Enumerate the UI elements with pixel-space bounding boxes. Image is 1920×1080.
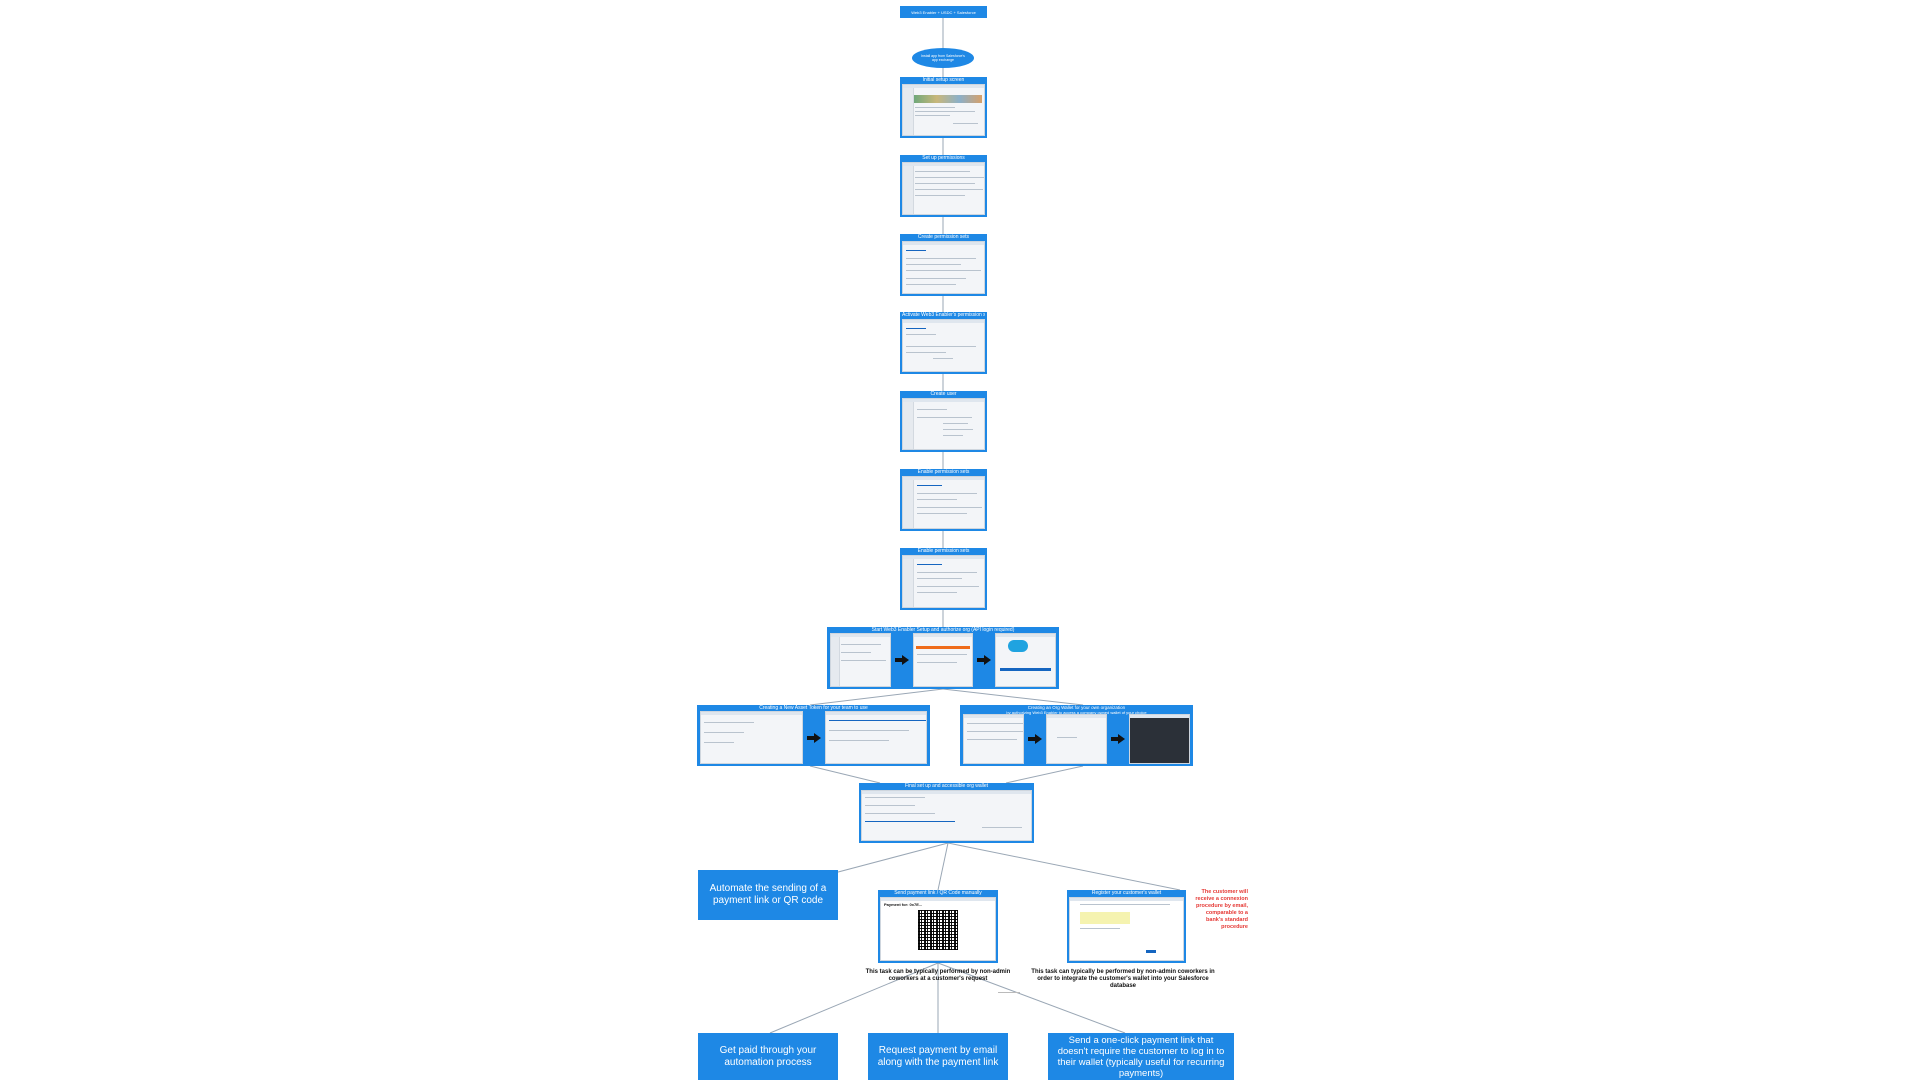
step-enable-permission-sets-2: Enable permission sets — [900, 548, 987, 610]
step-label: Enable permission sets — [917, 548, 970, 554]
screenshot-thumbnail — [902, 319, 985, 372]
arrow-right-icon — [977, 655, 992, 665]
step-label: Creating an Org Wallet for your own orga… — [1027, 705, 1126, 710]
divider-mark — [998, 992, 1020, 993]
diagram-title: Web3 Enabler + USDC + Salesforce — [900, 6, 987, 18]
step-label: Register your customer's wallet — [1091, 890, 1162, 896]
step-label: Creating a New Asset Token for your team… — [759, 705, 868, 711]
automate-payment-link-node: Automate the sending of a payment link o… — [698, 870, 838, 920]
step-org-setup: Start Web3 Enabler Setup and authorize o… — [827, 627, 1059, 689]
arrow-right-icon — [1111, 734, 1125, 744]
step-enable-permission-sets-1: Enable permission sets — [900, 469, 987, 531]
screenshot-thumbnail — [912, 633, 974, 687]
screenshot-thumbnail — [1129, 714, 1190, 764]
screenshot-thumbnail: Payment for: 0x7E... — [880, 897, 996, 961]
screenshot-thumbnail — [902, 398, 985, 450]
outcome-email-request: Request payment by email along with the … — [868, 1033, 1008, 1080]
start-node: Install app from Salesforce's app exchan… — [912, 48, 974, 68]
outcome-one-click-link: Send a one-click payment link that doesn… — [1048, 1033, 1234, 1080]
screenshot-thumbnail — [902, 476, 985, 529]
screenshot-thumbnail — [700, 711, 803, 764]
screenshot-thumbnail — [830, 633, 891, 687]
screenshot-thumbnail — [902, 241, 985, 294]
screenshot-thumbnail — [902, 555, 985, 608]
screenshot-thumbnail — [963, 714, 1024, 764]
step-label: Send payment link / QR Code manually — [894, 890, 982, 896]
screenshot-thumbnail — [1046, 714, 1107, 764]
send-link-caption: This task can be typically performed by … — [865, 969, 1011, 982]
arrow-right-icon — [1028, 734, 1042, 744]
step-label: Final set up and accessible org wallet — [904, 783, 989, 789]
step-create-asset-token: Creating a New Asset Token for your team… — [697, 705, 930, 766]
step-set-up-permissions: Set up permissions — [900, 155, 987, 217]
payment-text: Payment for: 0x7E... — [884, 902, 923, 907]
screenshot-thumbnail — [824, 711, 927, 764]
arrow-right-icon — [806, 732, 821, 743]
step-label: Start Web3 Enabler Setup and authorize o… — [871, 627, 1015, 633]
outcome-automation: Get paid through your automation process — [698, 1033, 838, 1080]
screenshot-thumbnail — [995, 633, 1057, 687]
screenshot-thumbnail — [902, 84, 985, 136]
step-create-user: Create user — [900, 391, 987, 452]
register-wallet-caption: This task can typically be performed by … — [1031, 969, 1215, 989]
step-initial-setup: Initial setup screen — [900, 77, 987, 138]
step-label: Initial setup screen — [922, 77, 965, 83]
send-payment-link-node: Send payment link / QR Code manually Pay… — [878, 890, 998, 963]
step-activate-permission-set: Activate Web3 Enabler's permission set — [900, 312, 987, 374]
step-final-setup: Final set up and accessible org wallet — [859, 783, 1034, 843]
register-wallet-note: The customer will receive a connexion pr… — [1195, 889, 1248, 930]
step-label: Set up permissions — [922, 155, 965, 161]
screenshot-thumbnail — [1069, 897, 1184, 961]
register-wallet-node: Register your customer's wallet — [1067, 890, 1186, 963]
screenshot-thumbnail — [861, 790, 1032, 841]
step-sublabel: by authorizing Web3 Enabler to access a … — [1006, 710, 1147, 715]
qr-code-icon — [918, 910, 958, 950]
step-label: Create permission sets — [917, 234, 970, 240]
step-create-org-wallet: Creating an Org Wallet for your own orga… — [960, 705, 1193, 766]
step-label: Activate Web3 Enabler's permission set — [902, 312, 985, 318]
screenshot-thumbnail — [902, 162, 985, 215]
step-label: Enable permission sets — [917, 469, 970, 475]
arrow-right-icon — [894, 655, 909, 665]
step-label: Create user — [930, 391, 957, 397]
step-create-permission-sets: Create permission sets — [900, 234, 987, 296]
